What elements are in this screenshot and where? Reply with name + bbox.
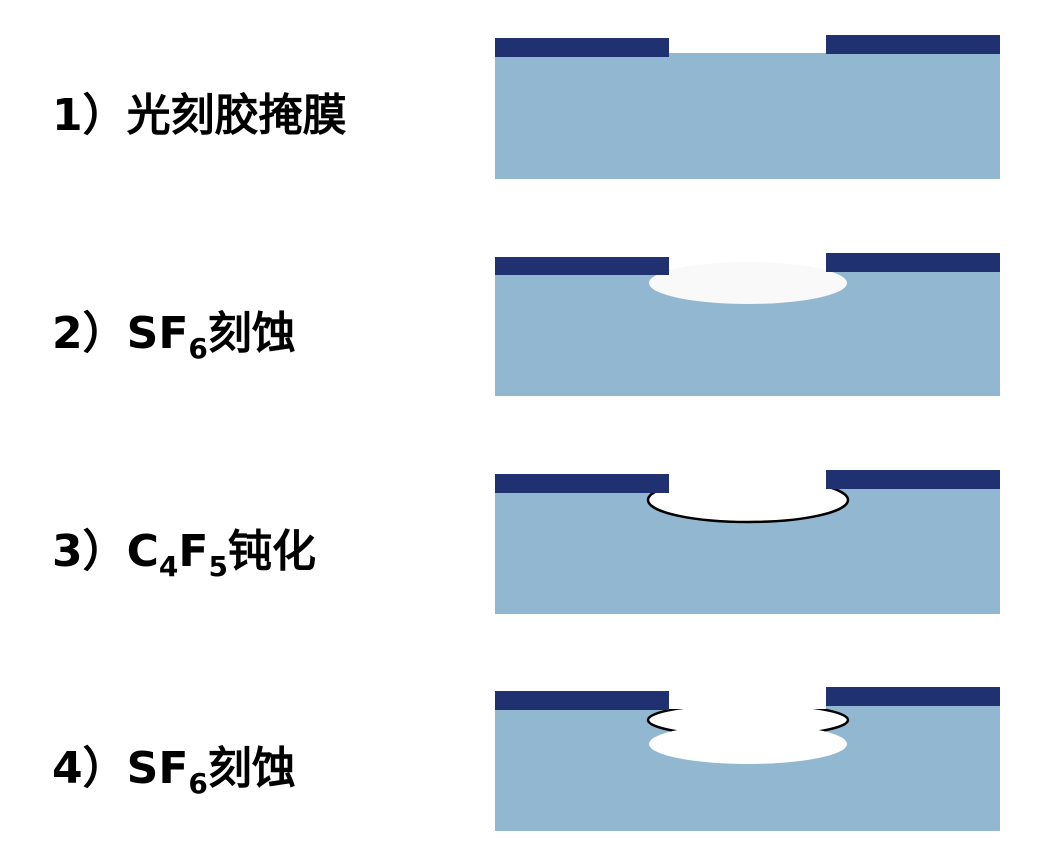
step-1-label: 1）光刻胶掩膜 bbox=[52, 94, 347, 138]
step-3-formula-f: F bbox=[178, 526, 209, 577]
etch-cavity bbox=[649, 262, 847, 304]
step-3-label: 3）C4F5钝化 bbox=[52, 530, 316, 581]
photoresist-right bbox=[826, 687, 1000, 706]
step-1-diagram bbox=[495, 35, 1000, 179]
step-4-label: 4）SF6刻蚀 bbox=[52, 747, 296, 798]
substrate bbox=[495, 53, 1000, 179]
step-4-diagram bbox=[495, 687, 1000, 831]
photoresist-right bbox=[826, 470, 1000, 489]
photoresist-left bbox=[495, 691, 669, 710]
step-4-text: 刻蚀 bbox=[207, 743, 296, 794]
photoresist-left bbox=[495, 257, 669, 275]
cavity-opening bbox=[669, 470, 826, 492]
step-3-number: 3） bbox=[52, 526, 127, 577]
step-4-number: 4） bbox=[52, 743, 127, 794]
step-4-formula-pre: SF bbox=[126, 743, 189, 794]
step-2-number: 2） bbox=[52, 308, 127, 359]
etch-cavity-lower bbox=[649, 724, 847, 764]
photoresist-right bbox=[826, 253, 1000, 272]
step-2-diagram bbox=[495, 253, 1000, 396]
step-1-text: 光刻胶掩膜 bbox=[126, 90, 347, 141]
step-2-formula-pre: SF bbox=[126, 308, 189, 359]
photoresist-right bbox=[826, 35, 1000, 54]
step-3-text: 钝化 bbox=[227, 526, 316, 577]
step-4-formula-sub: 6 bbox=[188, 767, 208, 800]
step-2-text: 刻蚀 bbox=[207, 308, 296, 359]
photoresist-left bbox=[495, 474, 669, 493]
step-3-formula-sub2: 5 bbox=[208, 550, 228, 583]
cavity-opening bbox=[669, 687, 826, 709]
step-3-formula-c: C bbox=[126, 526, 159, 577]
step-3-formula-sub1: 4 bbox=[158, 550, 179, 583]
step-1-number: 1） bbox=[52, 90, 127, 141]
step-2-formula-sub: 6 bbox=[188, 332, 208, 365]
step-2-label: 2）SF6刻蚀 bbox=[52, 312, 296, 363]
photoresist-left bbox=[495, 38, 669, 57]
step-3-diagram bbox=[495, 470, 1000, 614]
